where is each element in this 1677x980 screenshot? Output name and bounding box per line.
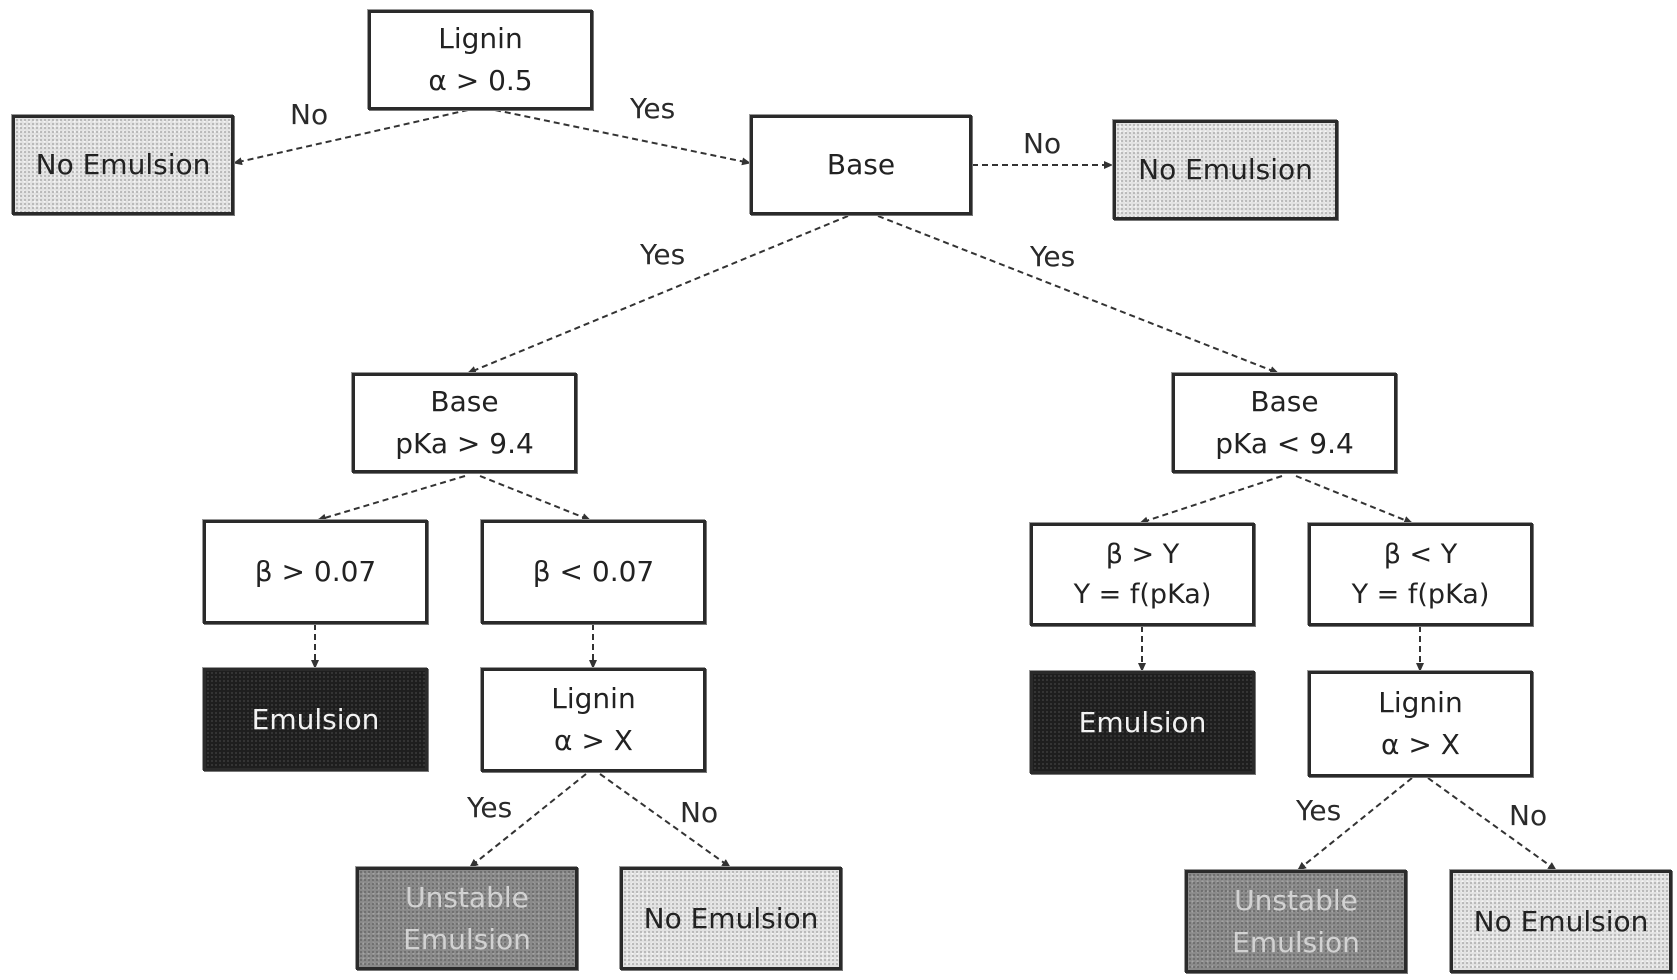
- node-line: Base: [827, 144, 895, 186]
- node-beta-gt-y: β > Y Y = f(pKa): [1030, 523, 1255, 626]
- node-line: Base: [430, 381, 498, 423]
- edge-base-low-to-beta-gt-y: [1140, 476, 1282, 523]
- node-line: No Emulsion: [36, 144, 211, 186]
- node-beta-lt-y: β < Y Y = f(pKa): [1308, 523, 1533, 626]
- edge-label-lignin-x-right-yes: Yes: [1296, 795, 1341, 827]
- node-line: No Emulsion: [1138, 149, 1313, 191]
- node-line: α > X: [554, 720, 633, 762]
- node-line: No Emulsion: [1474, 901, 1649, 943]
- edge-label-lignin-x-left-no: No: [680, 797, 718, 829]
- edge-label-base-yes-right: Yes: [1030, 241, 1075, 273]
- node-line: Lignin: [551, 678, 635, 720]
- node-emulsion-right: Emulsion: [1030, 671, 1255, 774]
- node-unstable-emulsion-right: Unstable Emulsion: [1185, 870, 1407, 973]
- edge-label-lignin-x-left-yes: Yes: [467, 792, 512, 824]
- node-no-emulsion-bottom-left: No Emulsion: [620, 867, 842, 970]
- edge-label-base-no: No: [1023, 128, 1061, 160]
- node-line: β < 0.07: [533, 551, 654, 593]
- node-line: Emulsion: [1232, 922, 1360, 964]
- node-lignin-alpha-0-5: Lignin α > 0.5: [368, 10, 593, 110]
- node-line: Emulsion: [403, 919, 531, 961]
- edge-base-high-to-beta-gt: [318, 476, 465, 520]
- edge-base-low-to-beta-lt-y: [1296, 476, 1412, 523]
- node-line: Lignin: [1378, 682, 1462, 724]
- edge-label-base-yes-left: Yes: [640, 239, 685, 271]
- node-line: Base: [1250, 381, 1318, 423]
- node-line: β > 0.07: [255, 551, 376, 593]
- node-lignin-alpha-x-right: Lignin α > X: [1308, 671, 1533, 777]
- node-no-emulsion-bottom-right: No Emulsion: [1450, 870, 1672, 973]
- node-line: α > X: [1381, 724, 1460, 766]
- node-lignin-alpha-x-left: Lignin α > X: [481, 668, 706, 772]
- edge-root-to-no-emulsion: [234, 110, 468, 163]
- node-line: Emulsion: [1079, 702, 1207, 744]
- node-line: pKa > 9.4: [395, 423, 534, 465]
- node-line: α > 0.5: [428, 60, 532, 102]
- node-base: Base: [750, 115, 972, 215]
- node-no-emulsion-left: No Emulsion: [12, 115, 234, 215]
- node-line: Unstable: [405, 877, 529, 919]
- edge-label-root-no: No: [290, 99, 328, 131]
- node-beta-gt-0-07: β > 0.07: [203, 520, 428, 624]
- node-line: pKa < 9.4: [1215, 423, 1354, 465]
- node-beta-lt-0-07: β < 0.07: [481, 520, 706, 624]
- node-line: β < Y: [1384, 535, 1458, 575]
- node-unstable-emulsion-left: Unstable Emulsion: [356, 867, 578, 970]
- node-line: Y = f(pKa): [1074, 575, 1212, 615]
- edge-label-lignin-x-right-no: No: [1509, 800, 1547, 832]
- node-line: Y = f(pKa): [1352, 575, 1490, 615]
- node-no-emulsion-right: No Emulsion: [1113, 120, 1338, 220]
- edge-label-root-yes: Yes: [630, 93, 675, 125]
- node-base-pka-low: Base pKa < 9.4: [1172, 373, 1397, 473]
- edge-base-to-base-low: [878, 216, 1278, 373]
- edge-root-to-base: [495, 110, 750, 163]
- edge-base-high-to-beta-lt: [480, 476, 590, 520]
- node-base-pka-high: Base pKa > 9.4: [352, 373, 577, 473]
- node-line: Lignin: [438, 18, 522, 60]
- node-line: Unstable: [1234, 880, 1358, 922]
- node-line: Emulsion: [252, 699, 380, 741]
- node-line: β > Y: [1106, 535, 1180, 575]
- node-emulsion-left: Emulsion: [203, 668, 428, 771]
- node-line: No Emulsion: [644, 898, 819, 940]
